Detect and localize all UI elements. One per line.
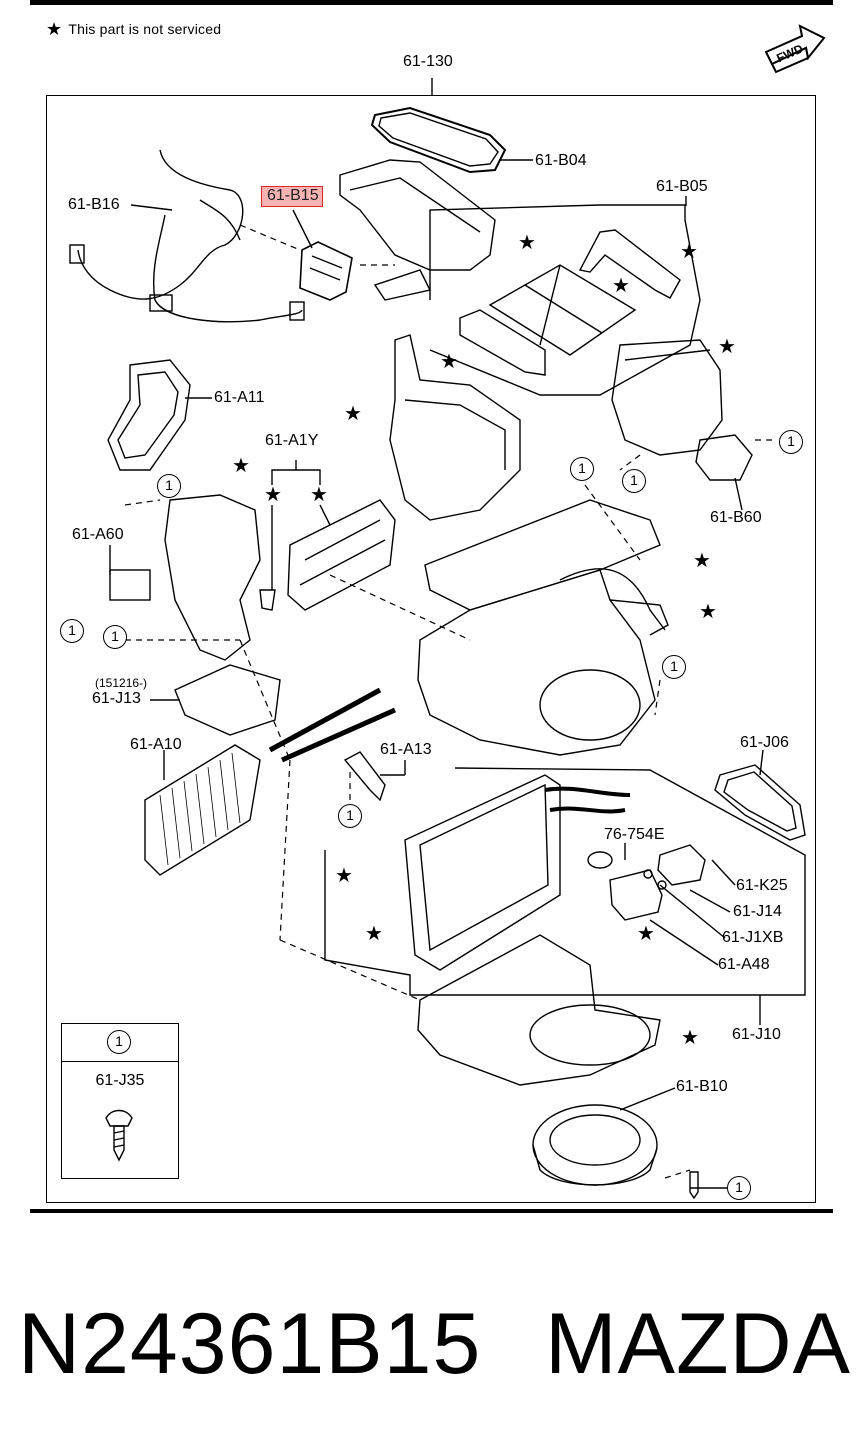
top-rule bbox=[30, 0, 833, 5]
label-61-J14: 61-J14 bbox=[733, 903, 782, 920]
label-61-B05: 61-B05 bbox=[656, 178, 708, 195]
label-61-B60: 61-B60 bbox=[710, 509, 762, 526]
fwd-arrow-icon: FWD bbox=[762, 16, 828, 79]
highlighted-part-text: 61-B15 bbox=[267, 187, 319, 204]
bottom-rule bbox=[30, 1209, 833, 1213]
callout-1: 1 bbox=[157, 474, 181, 498]
label-61-A11: 61-A11 bbox=[214, 389, 265, 406]
star-icon: ★ bbox=[681, 1027, 699, 1049]
legend-note-text: This part is not serviced bbox=[68, 21, 222, 37]
footer-part-number: N24361B15 bbox=[18, 1296, 482, 1392]
label-76-754E: 76-754E bbox=[604, 826, 665, 843]
star-icon: ★ bbox=[699, 601, 717, 623]
callout-1: 1 bbox=[727, 1176, 751, 1200]
label-61-A60: 61-A60 bbox=[72, 526, 124, 543]
star-icon: ★ bbox=[612, 275, 630, 297]
legend-callout: 1 bbox=[107, 1030, 131, 1054]
callout-1: 1 bbox=[622, 469, 646, 493]
label-61-A48: 61-A48 bbox=[718, 956, 770, 973]
legend-part-number: 61-J35 bbox=[95, 1072, 145, 1089]
label-61-J06: 61-J06 bbox=[740, 734, 789, 751]
legend-note: ★ This part is not serviced bbox=[46, 18, 222, 39]
star-icon: ★ bbox=[264, 484, 282, 506]
legend-header: 1 bbox=[62, 1024, 178, 1062]
label-61-K25: 61-K25 bbox=[736, 877, 788, 894]
label-61-J10: 61-J10 bbox=[732, 1026, 781, 1043]
star-icon: ★ bbox=[518, 232, 536, 254]
label-61-J13: 61-J13 bbox=[92, 690, 141, 707]
callout-1: 1 bbox=[103, 625, 127, 649]
label-61-130: 61-130 bbox=[403, 53, 453, 70]
callout-1: 1 bbox=[570, 457, 594, 481]
label-61-A13: 61-A13 bbox=[380, 741, 432, 758]
star-icon: ★ bbox=[335, 865, 353, 887]
highlighted-part-label[interactable]: 61-B15 bbox=[261, 186, 323, 207]
label-151216: (151216-) bbox=[95, 676, 148, 690]
callout-1: 1 bbox=[338, 804, 362, 828]
label-61-B10: 61-B10 bbox=[676, 1078, 728, 1095]
star-icon: ★ bbox=[680, 241, 698, 263]
fastener-legend-box: 1 61-J35 bbox=[61, 1023, 179, 1179]
label-61-A1Y: 61-A1Y bbox=[265, 432, 319, 449]
star-icon: ★ bbox=[440, 351, 458, 373]
star-icon: ★ bbox=[232, 455, 250, 477]
label-61-A10: 61-A10 bbox=[130, 736, 182, 753]
star-icon: ★ bbox=[718, 336, 736, 358]
label-61-J1XB: 61-J1XB bbox=[722, 929, 784, 946]
label-61-B04: 61-B04 bbox=[535, 152, 587, 169]
star-icon: ★ bbox=[46, 19, 63, 39]
star-icon: ★ bbox=[344, 403, 362, 425]
callout-1: 1 bbox=[60, 619, 84, 643]
star-icon: ★ bbox=[365, 923, 383, 945]
footer-brand: MAZDA bbox=[545, 1296, 851, 1392]
callout-1: 1 bbox=[779, 430, 803, 454]
star-icon: ★ bbox=[693, 550, 711, 572]
star-icon: ★ bbox=[637, 923, 655, 945]
callout-1: 1 bbox=[662, 655, 686, 679]
star-icon: ★ bbox=[310, 484, 328, 506]
diagram-frame bbox=[46, 95, 816, 1203]
label-61-B16: 61-B16 bbox=[68, 196, 120, 213]
